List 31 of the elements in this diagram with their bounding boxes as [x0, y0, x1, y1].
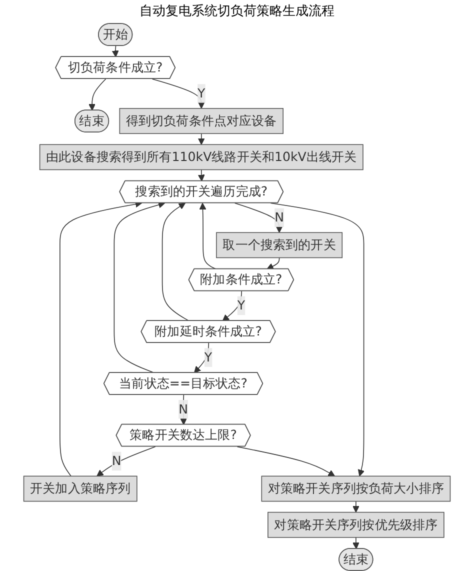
arrow [96, 446, 156, 476]
arrow [194, 342, 210, 374]
edge-label: Y [204, 350, 212, 365]
arrow [236, 446, 336, 476]
arrow [199, 202, 217, 270]
arrow [352, 537, 360, 550]
edge-label: N [178, 402, 188, 416]
diagram-title: 自动复电系统切负荷策略生成流程 [138, 3, 336, 20]
arrow [198, 169, 205, 182]
arrow [114, 202, 166, 374]
node-box: 得到切负荷条件点对应设备 [119, 108, 284, 134]
arrow [162, 202, 190, 322]
node-box: 取一个搜索到的开关 [216, 232, 343, 258]
edge-label: N [274, 210, 284, 225]
arrow [88, 78, 106, 111]
arrow [222, 290, 242, 322]
edge-label: Y [198, 86, 206, 101]
arrow [234, 202, 283, 233]
node-box: 由此设备搜索得到所有110kV线路开关和10kV出线开关 [39, 144, 364, 170]
edge-label: N [112, 453, 122, 468]
arrow [352, 500, 360, 513]
node-box: 对策略开关序列按负荷大小排序 [261, 476, 451, 502]
arrow [60, 200, 142, 477]
arrow [198, 133, 205, 145]
arrow [152, 78, 205, 109]
arrow [266, 257, 280, 270]
node-box: 对策略开关序列按优先级排序 [268, 512, 444, 538]
node-box: 开关加入策略序列 [23, 476, 138, 502]
edge-label: Y [237, 298, 246, 313]
arrow [112, 46, 119, 58]
arrow [270, 202, 365, 476]
